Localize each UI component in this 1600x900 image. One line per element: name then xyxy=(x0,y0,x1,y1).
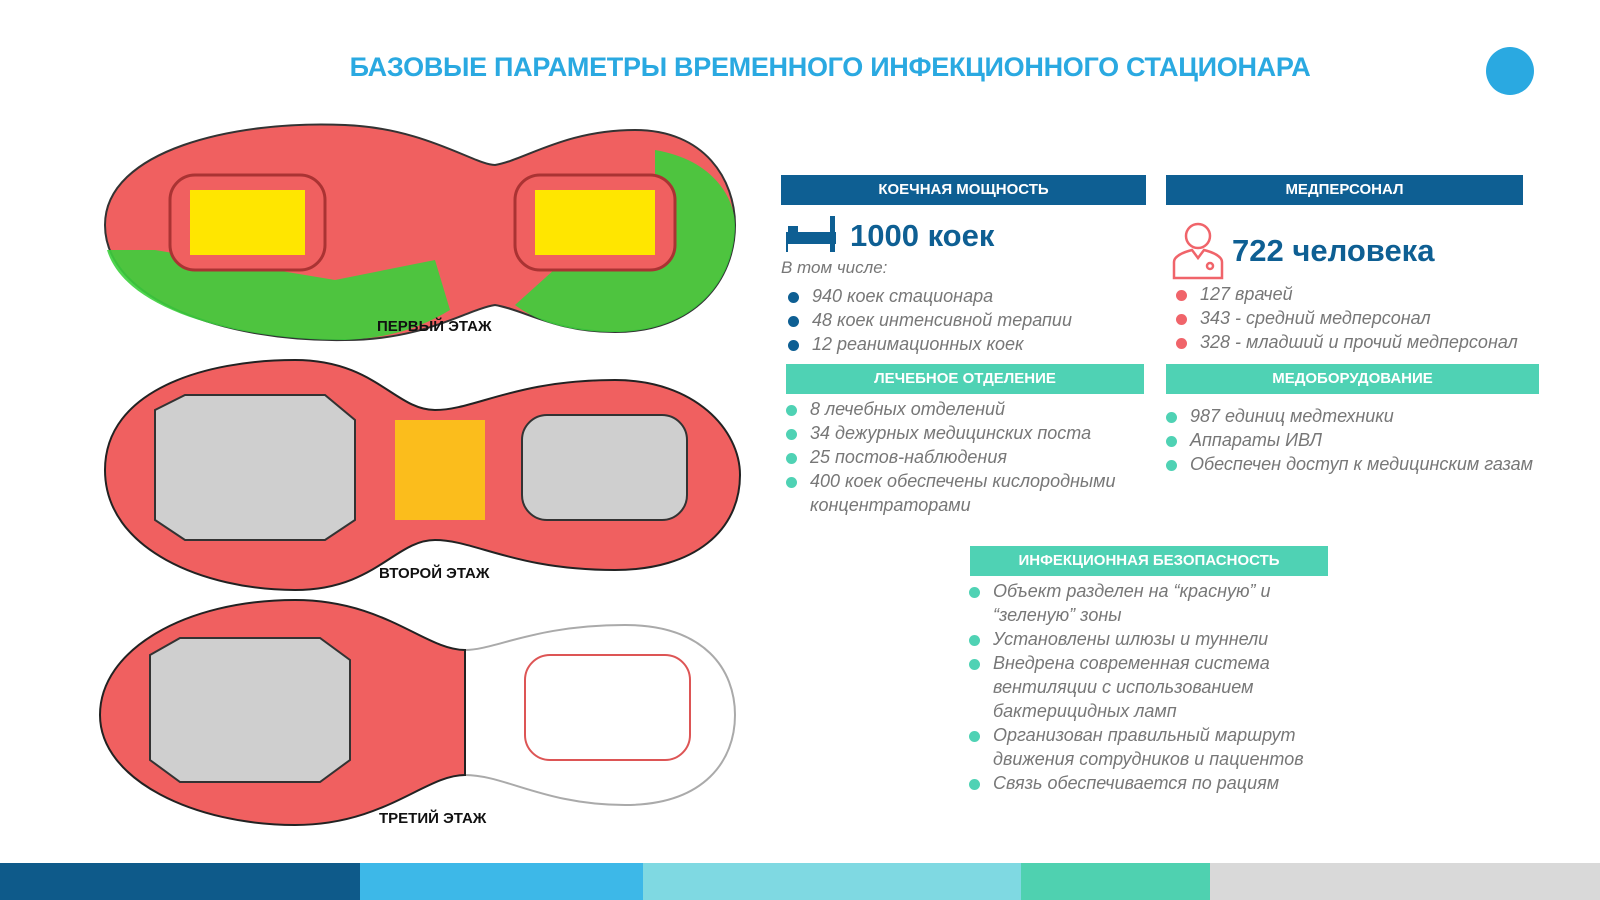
list-item: Организован правильный маршрут движения … xyxy=(963,723,1343,771)
floor-2-plan xyxy=(103,358,742,592)
beds-list: 940 коек стационара 48 коек интенсивной … xyxy=(782,284,1072,356)
floor-plans-drawing xyxy=(98,123,742,827)
list-item: Установлены шлюзы и туннели xyxy=(963,627,1343,651)
staff-list: 127 врачей 343 - средний медперсонал 328… xyxy=(1170,282,1518,354)
floor-plans: ПЕРВЫЙ ЭТАЖ ВТОРОЙ ЭТАЖ ТРЕТИЙ ЭТАЖ xyxy=(95,110,765,850)
list-item: Объект разделен на “красную” и “зеленую”… xyxy=(963,579,1343,627)
equip-list: 987 единиц медтехники Аппараты ИВЛ Обесп… xyxy=(1160,404,1540,476)
floor-label-3: ТРЕТИЙ ЭТАЖ xyxy=(379,810,487,827)
floor-label-2: ВТОРОЙ ЭТАЖ xyxy=(379,565,490,582)
list-item: 34 дежурных медицинских поста xyxy=(780,421,1140,445)
staff-total: 722 человека xyxy=(1232,233,1435,268)
safety-header: ИНФЕКЦИОННАЯ БЕЗОПАСНОСТЬ xyxy=(970,546,1328,576)
list-item: 400 коек обеспечены кислородными концент… xyxy=(780,469,1140,517)
list-item: 343 - средний медперсонал xyxy=(1170,306,1518,330)
beds-total: 1000 коек xyxy=(850,218,995,253)
list-item: 25 постов-наблюдения xyxy=(780,445,1140,469)
list-item: 48 коек интенсивной терапии xyxy=(782,308,1072,332)
floor-3-plan xyxy=(98,598,737,827)
safety-list: Объект разделен на “красную” и “зеленую”… xyxy=(963,579,1343,795)
list-item: Обеспечен доступ к медицинским газам xyxy=(1160,452,1540,476)
beds-header: КОЕЧНАЯ МОЩНОСТЬ xyxy=(781,175,1146,205)
footer-bar-segment xyxy=(360,863,643,900)
list-item: 8 лечебных отделений xyxy=(780,397,1140,421)
dept-header: ЛЕЧЕБНОЕ ОТДЕЛЕНИЕ xyxy=(786,364,1144,394)
footer-bar-segment xyxy=(0,863,360,900)
list-item: 987 единиц медтехники xyxy=(1160,404,1540,428)
page-title: БАЗОВЫЕ ПАРАМЕТРЫ ВРЕМЕННОГО ИНФЕКЦИОННО… xyxy=(349,52,1311,82)
list-item: 127 врачей xyxy=(1170,282,1518,306)
floor-label-1: ПЕРВЫЙ ЭТАЖ xyxy=(377,318,492,335)
staff-header: МЕДПЕРСОНАЛ xyxy=(1166,175,1523,205)
decorative-circle xyxy=(1486,47,1534,95)
bed-icon xyxy=(786,216,836,252)
equip-header: МЕДОБОРУДОВАНИЕ xyxy=(1166,364,1539,394)
list-item: Связь обеспечивается по рациям xyxy=(963,771,1343,795)
footer-bar-segment xyxy=(1021,863,1210,900)
list-item: Аппараты ИВЛ xyxy=(1160,428,1540,452)
beds-sub: В том числе: xyxy=(781,258,888,277)
dept-list: 8 лечебных отделений 34 дежурных медицин… xyxy=(780,397,1140,517)
list-item: Внедрена современная система вентиляции … xyxy=(963,651,1343,723)
list-item: 940 коек стационара xyxy=(782,284,1072,308)
list-item: 328 - младший и прочий медперсонал xyxy=(1170,330,1518,354)
list-item: 12 реанимационных коек xyxy=(782,332,1072,356)
footer-bar-segment xyxy=(1210,863,1600,900)
doctor-icon xyxy=(1172,222,1224,280)
floor-1-plan xyxy=(103,123,737,342)
footer-bar-segment xyxy=(643,863,1021,900)
